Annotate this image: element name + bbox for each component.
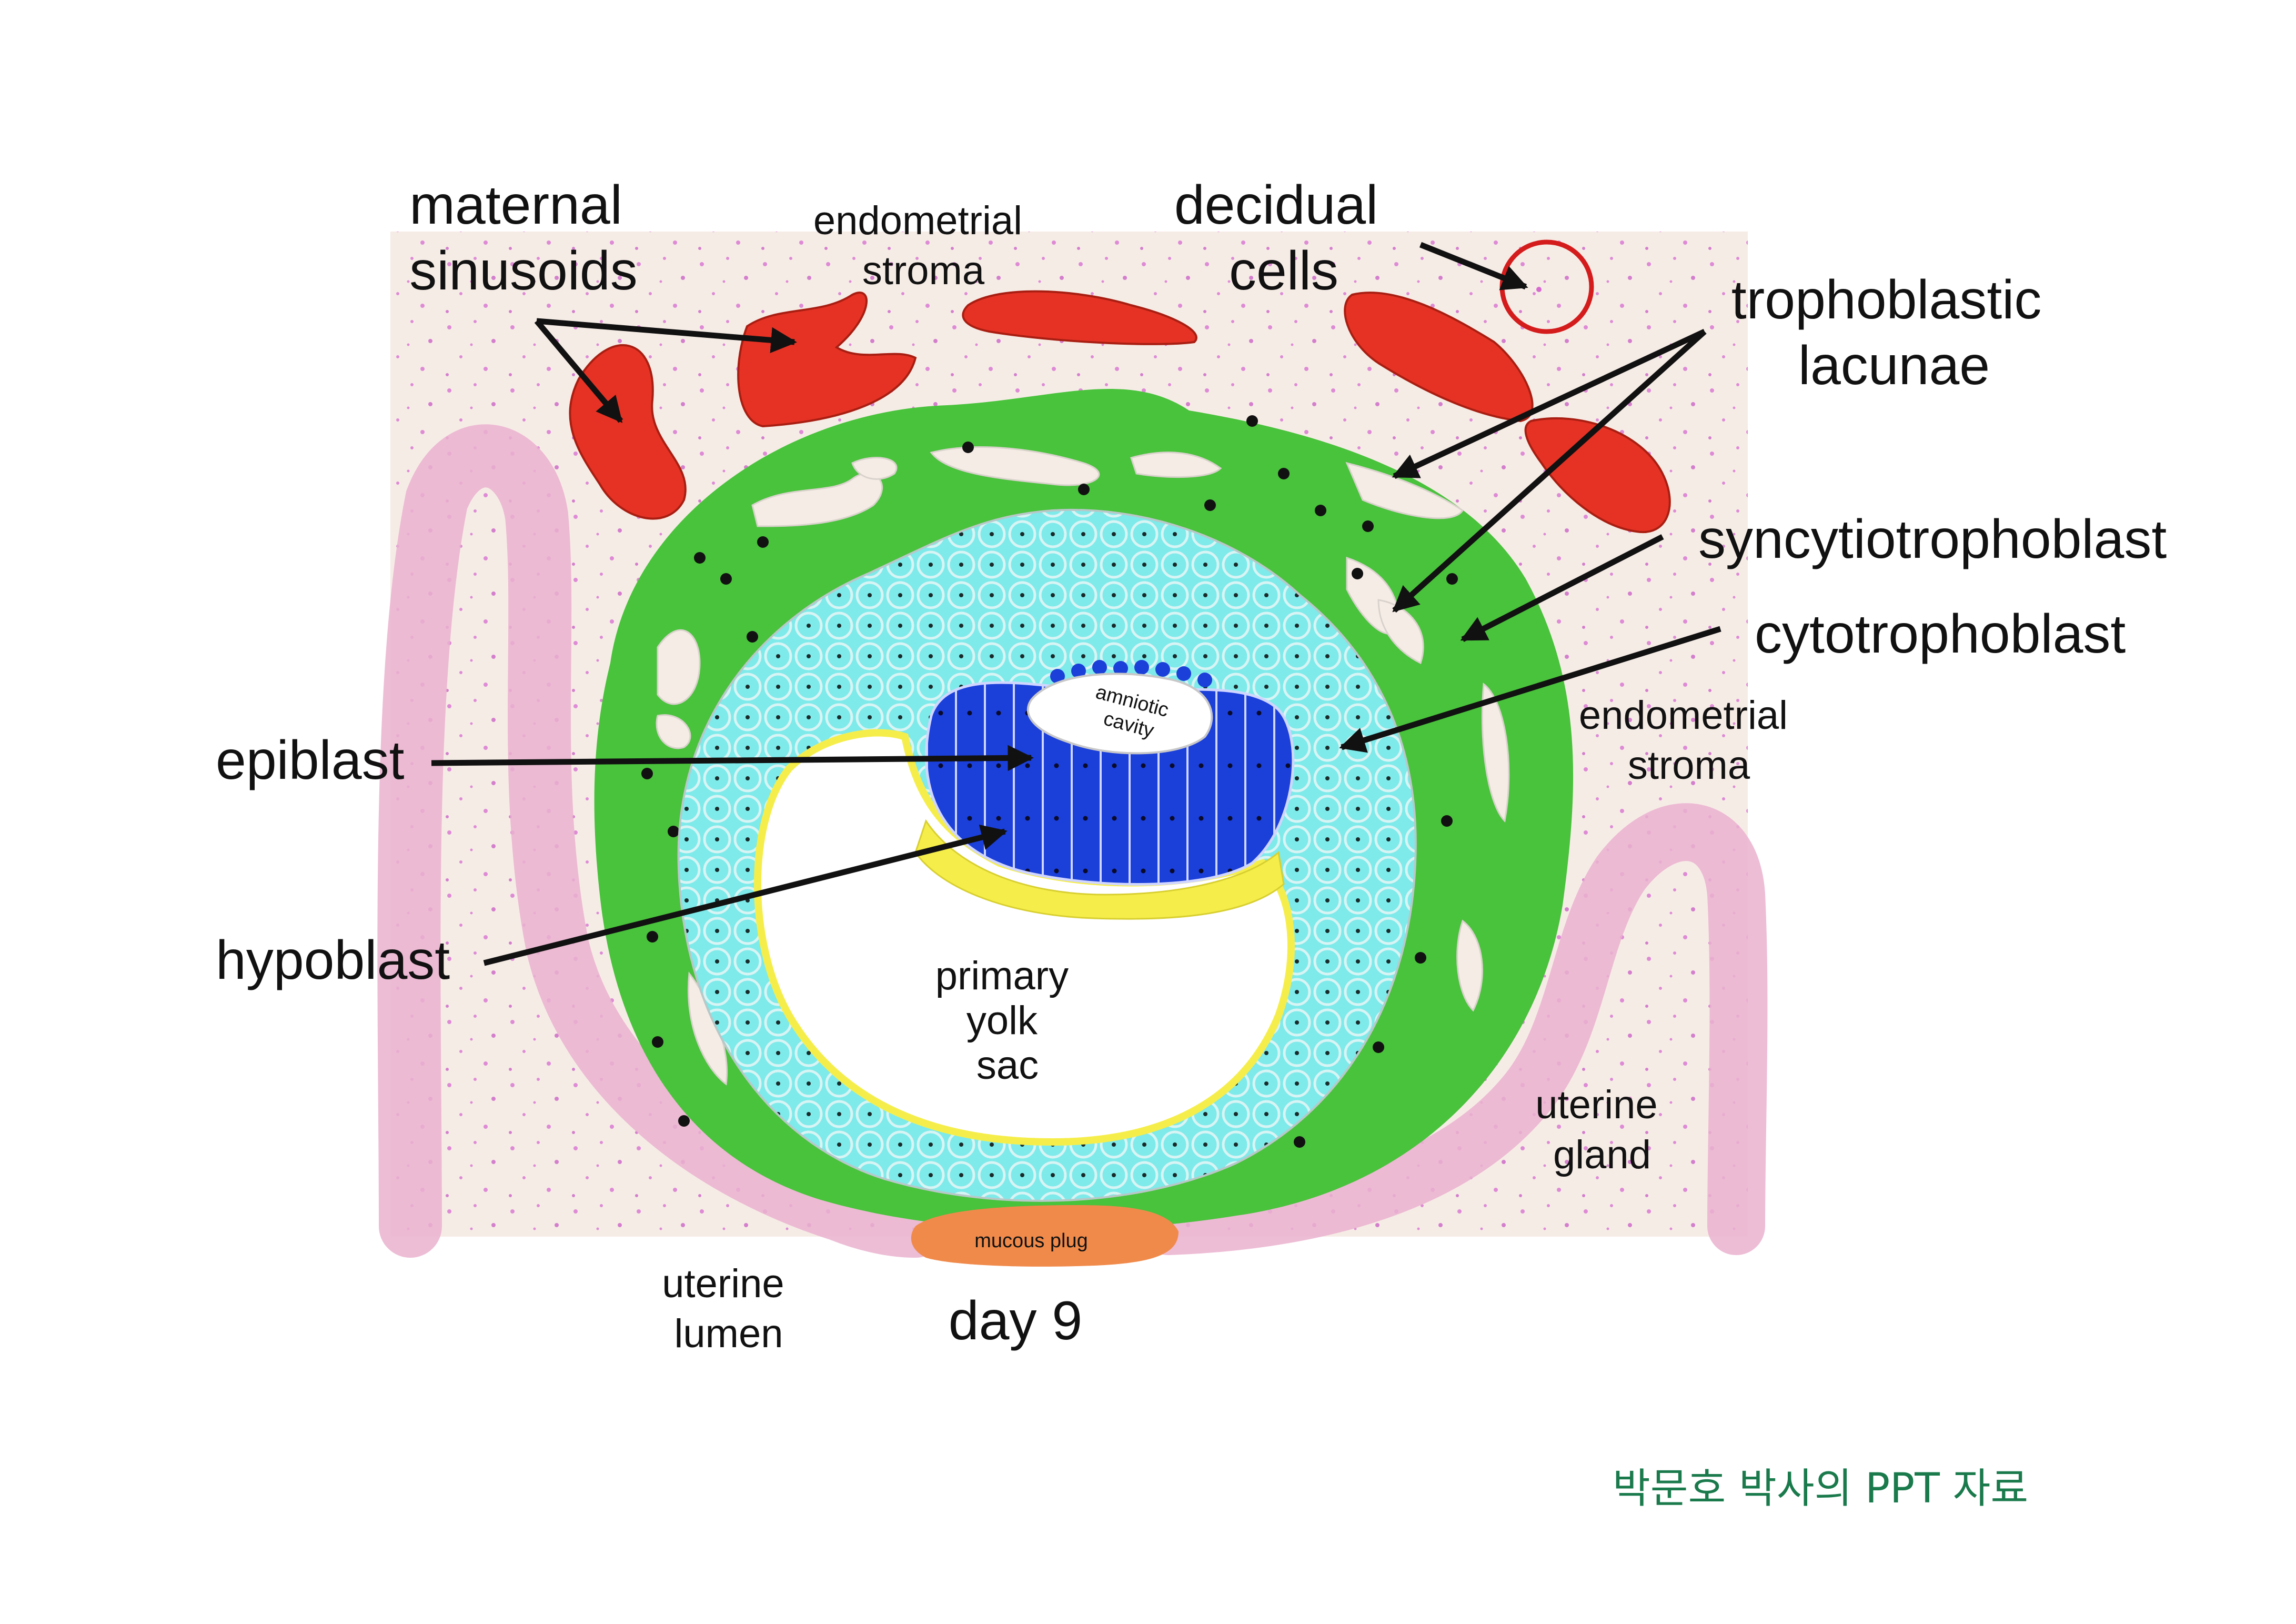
maternal-sinusoid-1 xyxy=(569,344,687,520)
arrow-hypoblast xyxy=(483,824,1008,966)
arrow-sinusoids-2 xyxy=(536,318,797,354)
uterine-gland-left xyxy=(377,424,947,1258)
lacuna-4 xyxy=(1345,462,1464,519)
lacuna-6 xyxy=(656,714,691,749)
lacuna-9 xyxy=(1481,683,1510,823)
arrow-decidual xyxy=(1419,242,1528,290)
decidual-cell-nucleus xyxy=(1536,287,1542,292)
label-maternal-sinusoids: maternal sinusoids xyxy=(409,175,638,302)
label-trophoblastic-lacunae: trophoblastic lacunae xyxy=(1731,269,2057,396)
arrow-lacunae-1 xyxy=(1392,329,1706,479)
label-syncytiotrophoblast: syncytiotrophoblast xyxy=(1698,509,2167,570)
arrow-syncytio xyxy=(1460,534,1664,642)
uterine-gland-right xyxy=(1139,803,1768,1255)
amnioblast-row xyxy=(1050,660,1212,687)
label-decidual-cells: decidual cells xyxy=(1174,175,1393,302)
label-mucous-plug: mucous plug xyxy=(974,1230,1087,1252)
credit-caption: 박문호 박사의 PPT 자료 xyxy=(1613,1465,2028,1512)
label-uterine-gland: uterine gland xyxy=(1535,1082,1669,1177)
trophoblastic-lacunae-group xyxy=(656,446,1510,1086)
label-endometrial-stroma-right: endometrial stroma xyxy=(1579,693,1799,788)
primary-yolk-sac xyxy=(754,729,1295,1146)
maternal-sinusoid-4 xyxy=(1344,292,1534,423)
lacuna-3 xyxy=(1130,452,1222,478)
maternal-sinusoid-3 xyxy=(962,290,1197,345)
lacuna-12 xyxy=(851,457,898,480)
mucous-plug xyxy=(911,1205,1179,1267)
lacuna-2 xyxy=(930,446,1100,486)
label-day: day 9 xyxy=(949,1290,1082,1351)
lacuna-1 xyxy=(751,473,883,527)
arrow-cyto xyxy=(1339,626,1721,753)
maternal-sinusoid-2 xyxy=(737,292,917,428)
label-uterine-lumen: uterine lumen xyxy=(662,1261,795,1356)
arrow-epiblast xyxy=(431,745,1034,771)
lacuna-11 xyxy=(1456,919,1483,1012)
maternal-sinusoid-5 xyxy=(1524,417,1671,534)
hypoblast-layer xyxy=(914,819,1285,920)
amniotic-cavity xyxy=(1027,673,1213,755)
arrow-lacunae-2 xyxy=(1392,329,1707,613)
label-cytotrophoblast: cytotrophoblast xyxy=(1755,604,2126,665)
label-primary-yolk-sac: primary yolk sac xyxy=(935,954,1080,1088)
label-endometrial-stroma-top: endometrial stroma xyxy=(813,198,1033,293)
lacuna-5 xyxy=(657,629,701,705)
annotation-arrows xyxy=(431,242,1721,966)
label-epiblast: epiblast xyxy=(216,730,405,791)
label-hypoblast: hypoblast xyxy=(216,930,450,991)
arrow-sinusoids-1 xyxy=(534,319,623,423)
